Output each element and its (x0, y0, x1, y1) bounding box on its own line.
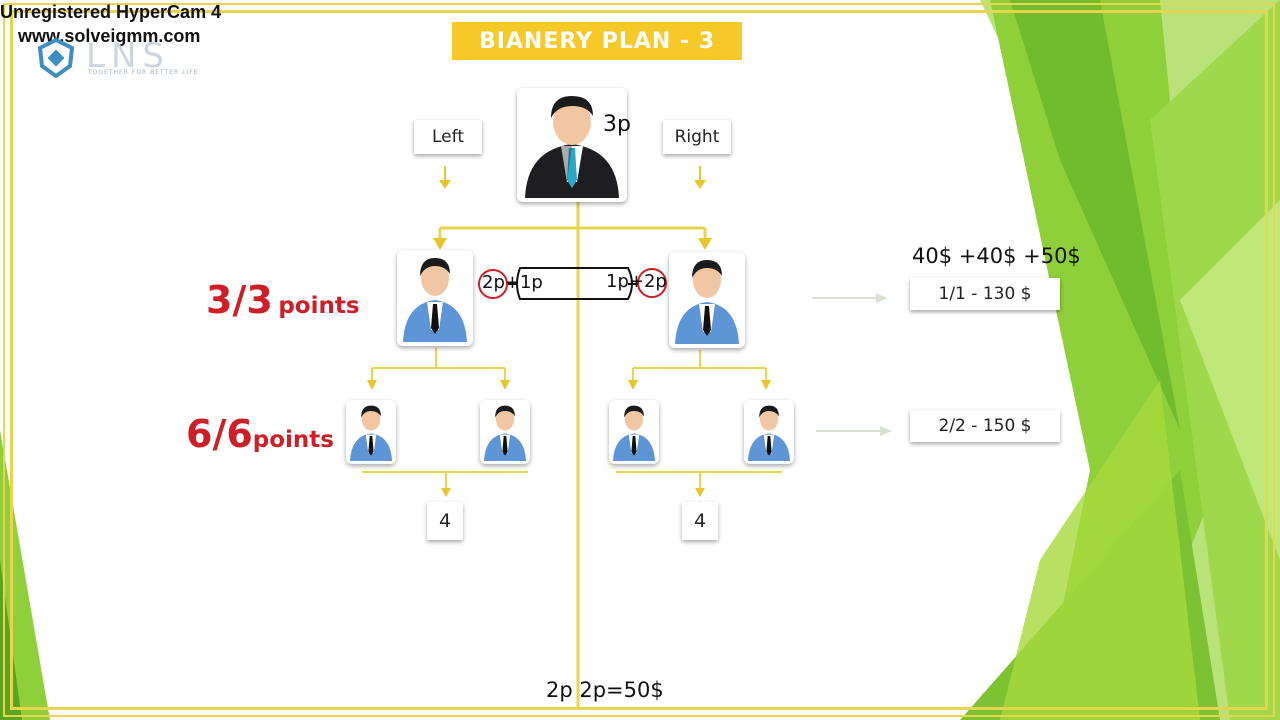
right-label: Right (663, 120, 731, 154)
shield-logo-icon (37, 38, 75, 78)
root-member-card (517, 88, 627, 202)
level-1-points: 3/3 points (206, 278, 360, 322)
reward-sum-note: 40$ +40$ +50$ (912, 244, 1081, 268)
level-2-reward: 2/2 - 150 $ (910, 410, 1060, 442)
right-points-annotation: 1p+2p (606, 271, 667, 292)
level-1-points-unit: points (278, 293, 360, 319)
businessman-icon (525, 96, 619, 198)
logo-text: LNS (86, 36, 170, 76)
member-card-l2-4 (744, 400, 794, 464)
member-card-l2-1 (346, 400, 396, 464)
left-points-annotation: 2p+1p (482, 272, 543, 293)
right-member-card (669, 252, 745, 348)
outer-border (3, 3, 1275, 717)
member-card-l2-3 (609, 400, 659, 464)
businessman-icon (612, 405, 656, 461)
left-member-card (397, 250, 473, 346)
left-bottom-count: 4 (427, 502, 463, 540)
right-bottom-count: 4 (682, 502, 718, 540)
slide-title: BIANERY PLAN - 3 (452, 22, 742, 60)
businessman-icon (483, 405, 527, 461)
businessman-icon (675, 260, 739, 344)
level-2-points-unit: points (252, 427, 334, 453)
left-label: Left (414, 120, 482, 154)
slide-border (10, 10, 1268, 710)
watermark-line-1: Unregistered HyperCam 4 (0, 2, 222, 22)
level-2-points-value: 6/6 (186, 412, 253, 456)
businessman-icon (349, 405, 393, 461)
level-2-points: 6/6points (186, 412, 334, 456)
logo-tagline: TOGETHER FOR BETTER LIFE (88, 69, 199, 76)
level-1-reward: 1/1 - 130 $ (910, 278, 1060, 310)
root-points: 3p (603, 112, 631, 137)
bottom-formula: 2p 2p=50$ (546, 678, 664, 702)
member-card-l2-2 (480, 400, 530, 464)
businessman-icon (403, 258, 467, 342)
watermark-line-2: www.solveigmm.com (18, 26, 201, 46)
businessman-icon (747, 405, 791, 461)
level-1-points-value: 3/3 (206, 278, 273, 322)
